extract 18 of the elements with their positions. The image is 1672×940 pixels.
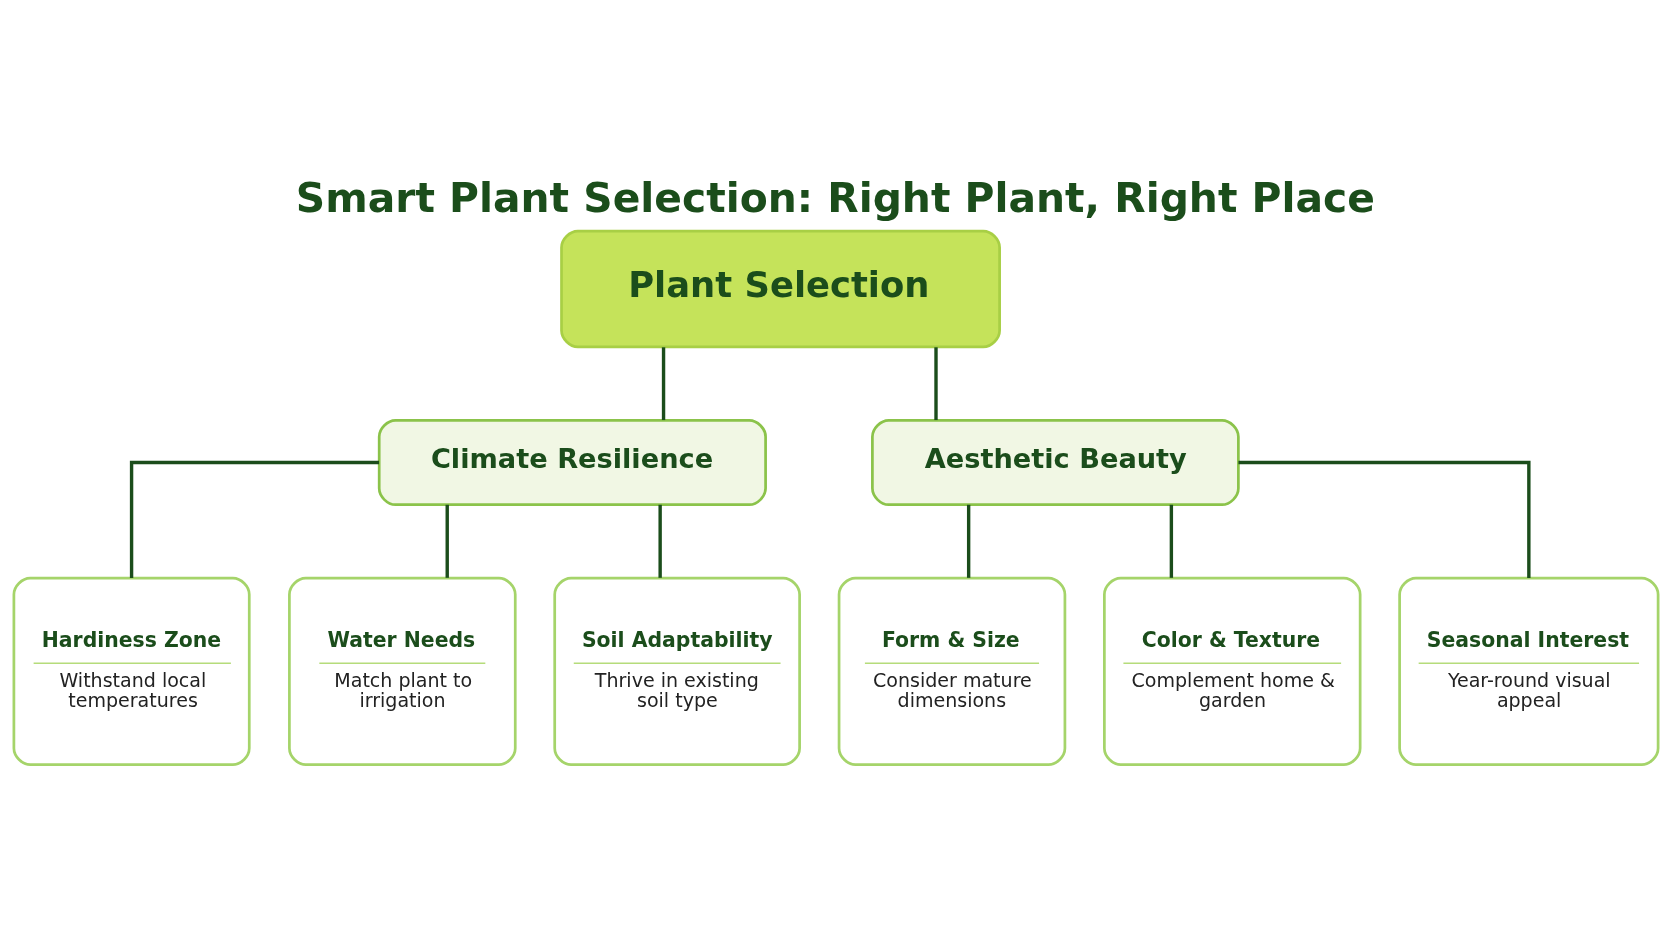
node-box: Aesthetic Beauty: [871, 418, 1240, 507]
node-box: Form & Size Consider mature dimensions: [837, 576, 1067, 766]
connector: [661, 347, 666, 421]
node-box: Plant Selection: [560, 229, 1001, 349]
connector: [129, 460, 380, 578]
node-box: Seasonal Interest Year-round visual appeal: [1398, 576, 1660, 766]
node-box: Water Needs Match plant to irrigation: [288, 576, 517, 766]
node-box: Climate Resilience: [377, 418, 767, 507]
connector: [1169, 504, 1174, 578]
connector: [934, 347, 938, 421]
connector: [1238, 460, 1531, 578]
node-box: Hardiness Zone Withstand local temperatures: [12, 576, 251, 766]
connector: [658, 504, 662, 578]
node-box: Color & Texture Complement home & garden: [1103, 576, 1362, 766]
connector: [966, 504, 971, 578]
node-box: Soil Adaptability Thrive in existing soil type: [553, 576, 801, 766]
connector: [445, 504, 449, 578]
diagram-title: Smart Plant Selection: Right Plant, Right Place: [295, 174, 1375, 223]
